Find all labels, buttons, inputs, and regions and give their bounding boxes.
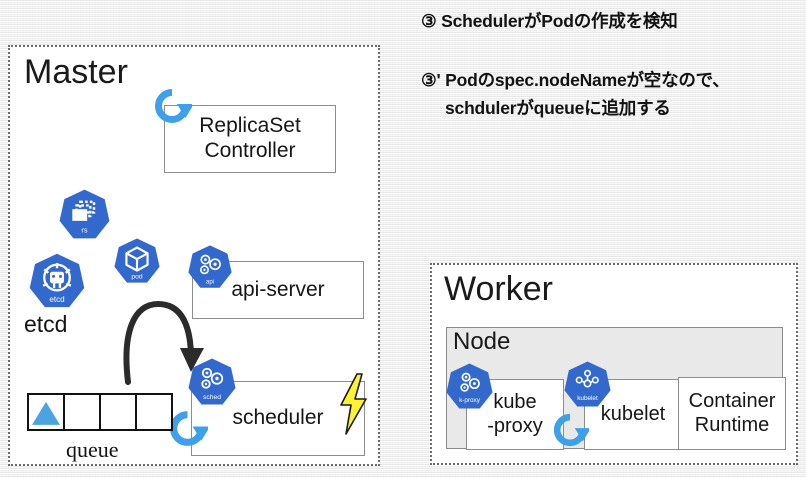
svg-text:kubelet: kubelet — [577, 395, 598, 402]
master-title: Master — [24, 53, 128, 91]
svg-text:k-proxy: k-proxy — [459, 397, 481, 404]
scheduler-label: scheduler — [232, 406, 324, 430]
lightning-bolt-icon — [337, 373, 369, 435]
refresh-loop-icon-replicaset — [152, 86, 192, 126]
scheduler-queue[interactable] — [27, 393, 173, 431]
k8s-replicaset-icon: rs — [58, 188, 111, 241]
k8s-kubelet-icon: kubelet — [563, 360, 612, 409]
queue-cell[interactable] — [63, 393, 101, 431]
annotation-step-3-prime-line1: ③' Podのspec.nodeNameが空なので、 — [421, 70, 730, 90]
k8s-kube-proxy-icon: k-proxy — [445, 362, 494, 411]
svg-text:api: api — [206, 280, 214, 286]
container-runtime-line1: Container — [688, 389, 776, 412]
queue-item-triangle-icon — [32, 401, 60, 425]
svg-text:rs: rs — [81, 226, 87, 235]
kube-proxy-line2: -proxy — [487, 414, 543, 437]
k8s-pod-icon: pod — [113, 237, 161, 285]
queue-cell[interactable] — [27, 393, 65, 431]
replicaset-controller-line1: ReplicaSet — [199, 114, 301, 138]
k8s-etcd-icon: etcd — [28, 252, 86, 310]
refresh-loop-icon-kubelet — [551, 411, 589, 449]
flow-arrow-apiserver-to-scheduler — [118, 296, 228, 386]
queue-cell[interactable] — [135, 393, 173, 431]
container-runtime-box[interactable]: Container Runtime — [678, 377, 786, 450]
worker-title: Worker — [444, 270, 553, 308]
queue-cell[interactable] — [99, 393, 137, 431]
kubelet-label: kubelet — [600, 402, 666, 425]
queue-label: queue — [66, 437, 119, 462]
svg-text:pod: pod — [131, 273, 142, 280]
svg-text:etcd: etcd — [49, 295, 64, 304]
annotation-step-3: ③ SchedulerがPodの作成を検知 — [421, 11, 678, 31]
kube-proxy-line1: kube — [493, 390, 537, 413]
refresh-loop-icon-scheduler — [167, 408, 208, 449]
replicaset-controller-line2: Controller — [204, 139, 296, 162]
replicaset-controller-box[interactable]: ReplicaSet Controller — [164, 105, 336, 173]
svg-text:sched: sched — [203, 394, 221, 401]
k8s-scheduler-icon: sched — [187, 357, 237, 407]
etcd-label: etcd — [24, 311, 68, 337]
container-runtime-line2: Runtime — [694, 413, 770, 436]
k8s-apiserver-icon: api — [187, 244, 233, 290]
api-server-label: api-server — [231, 277, 325, 301]
node-title: Node — [453, 328, 511, 355]
annotation-step-3-prime-line2: schdulerがqueueに追加する — [445, 98, 671, 118]
